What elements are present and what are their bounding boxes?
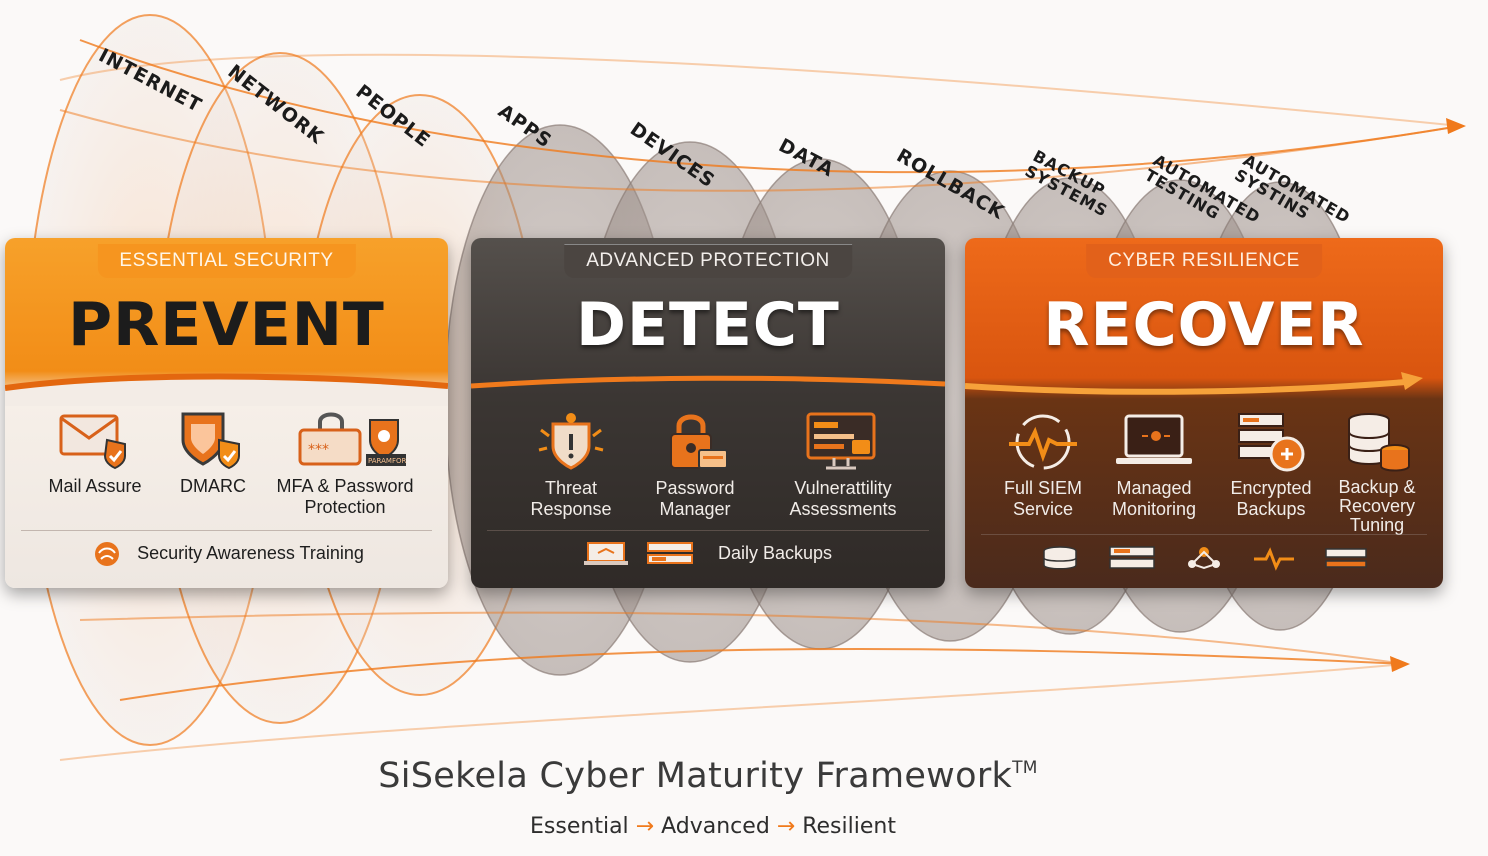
mail-shield-icon bbox=[59, 414, 126, 470]
framework-subtitle: Essential → Advanced → Resilient bbox=[0, 814, 1426, 839]
network-nodes-icon bbox=[1188, 546, 1220, 569]
service-label: Password Manager bbox=[655, 478, 735, 519]
recover-card: CYBER RESILIENCE RECOVER Full SIEM Servi… bbox=[965, 238, 1443, 588]
prevent-footer-text: Security Awareness Training bbox=[137, 543, 364, 563]
framework-title-text: SiSekela Cyber Maturity Framework bbox=[378, 756, 1013, 796]
service-label: Mail Assure bbox=[48, 476, 142, 496]
service-encrypted-backups: Encrypted Backups bbox=[1196, 410, 1346, 520]
server-rack-icon bbox=[1109, 545, 1155, 569]
service-mfa: *** PARAMFOR MFA & Password Protection bbox=[270, 410, 420, 518]
service-mail-assure: Mail Assure bbox=[20, 410, 170, 497]
shield-check-icon bbox=[181, 412, 240, 470]
detect-footer-text: Daily Backups bbox=[717, 543, 833, 563]
laptop-icon bbox=[583, 541, 628, 565]
detect-footer: Daily Backups bbox=[487, 530, 929, 576]
arrow-icon: → bbox=[776, 814, 796, 839]
server-rack-icon bbox=[646, 541, 693, 564]
service-label: Vulnerattility Assessments bbox=[789, 478, 897, 519]
pulse-icon bbox=[1254, 546, 1294, 571]
detect-card: ADVANCED PROTECTION DETECT Threat Respon… bbox=[471, 238, 945, 588]
detect-tag: ADVANCED PROTECTION bbox=[564, 244, 852, 278]
service-label: Backup & Recovery Tuning bbox=[1338, 477, 1416, 535]
service-label: Managed Monitoring bbox=[1111, 478, 1197, 519]
prevent-wave bbox=[5, 373, 448, 406]
service-password-manager: Password Manager bbox=[620, 410, 770, 520]
prevent-footer: Security Awareness Training bbox=[21, 530, 432, 576]
service-vulnerability: Vulnerattility Assessments bbox=[768, 410, 918, 520]
brain-icon bbox=[95, 541, 120, 566]
service-label: DMARC bbox=[180, 476, 246, 496]
service-label: Full SIEM Service bbox=[1003, 478, 1082, 519]
panel-icon bbox=[1325, 547, 1367, 568]
database-icon bbox=[1043, 545, 1077, 569]
service-label: Threat Response bbox=[530, 478, 612, 519]
prevent-tag: ESSENTIAL SECURITY bbox=[97, 244, 356, 278]
prevent-card: ESSENTIAL SECURITY PREVENT Mail Assure D… bbox=[5, 238, 448, 588]
recover-footer bbox=[981, 534, 1427, 580]
laptop-monitor-icon bbox=[1116, 414, 1192, 464]
password-lock-icon: *** PARAMFOR bbox=[298, 412, 407, 466]
heartbeat-cycle-icon bbox=[1009, 414, 1077, 470]
monitor-scan-icon bbox=[806, 412, 876, 470]
service-backup-recovery: Backup & Recovery Tuning bbox=[1302, 410, 1443, 535]
encrypted-server-icon bbox=[1238, 413, 1305, 472]
arrow-icon: → bbox=[635, 814, 655, 839]
mfa-badge-text: PARAMFOR bbox=[368, 457, 407, 465]
step-essential: Essential bbox=[530, 814, 629, 839]
recover-title: RECOVER bbox=[1043, 290, 1365, 360]
framework-title: SiSekela Cyber Maturity FrameworkTM bbox=[0, 756, 1416, 796]
detect-wave bbox=[471, 375, 945, 389]
svg-text:***: *** bbox=[308, 442, 329, 458]
prevent-title: PREVENT bbox=[68, 290, 385, 360]
recover-arrow-wave bbox=[965, 372, 1423, 395]
service-full-siem: Full SIEM Service bbox=[968, 410, 1118, 520]
service-label: MFA & Password Protection bbox=[276, 476, 414, 517]
step-advanced: Advanced bbox=[661, 814, 770, 839]
service-threat-response: Threat Response bbox=[496, 410, 646, 520]
recover-tag: CYBER RESILIENCE bbox=[1086, 244, 1322, 278]
padlock-icon bbox=[670, 414, 728, 469]
step-resilient: Resilient bbox=[802, 814, 896, 839]
service-dmarc: DMARC bbox=[138, 410, 288, 497]
service-managed-monitoring: Managed Monitoring bbox=[1079, 410, 1229, 520]
threat-shield-icon bbox=[538, 413, 604, 470]
service-label: Encrypted Backups bbox=[1230, 478, 1312, 519]
detect-title: DETECT bbox=[576, 290, 840, 360]
database-stack-icon bbox=[1348, 413, 1410, 472]
trademark-mark: TM bbox=[1012, 758, 1038, 778]
